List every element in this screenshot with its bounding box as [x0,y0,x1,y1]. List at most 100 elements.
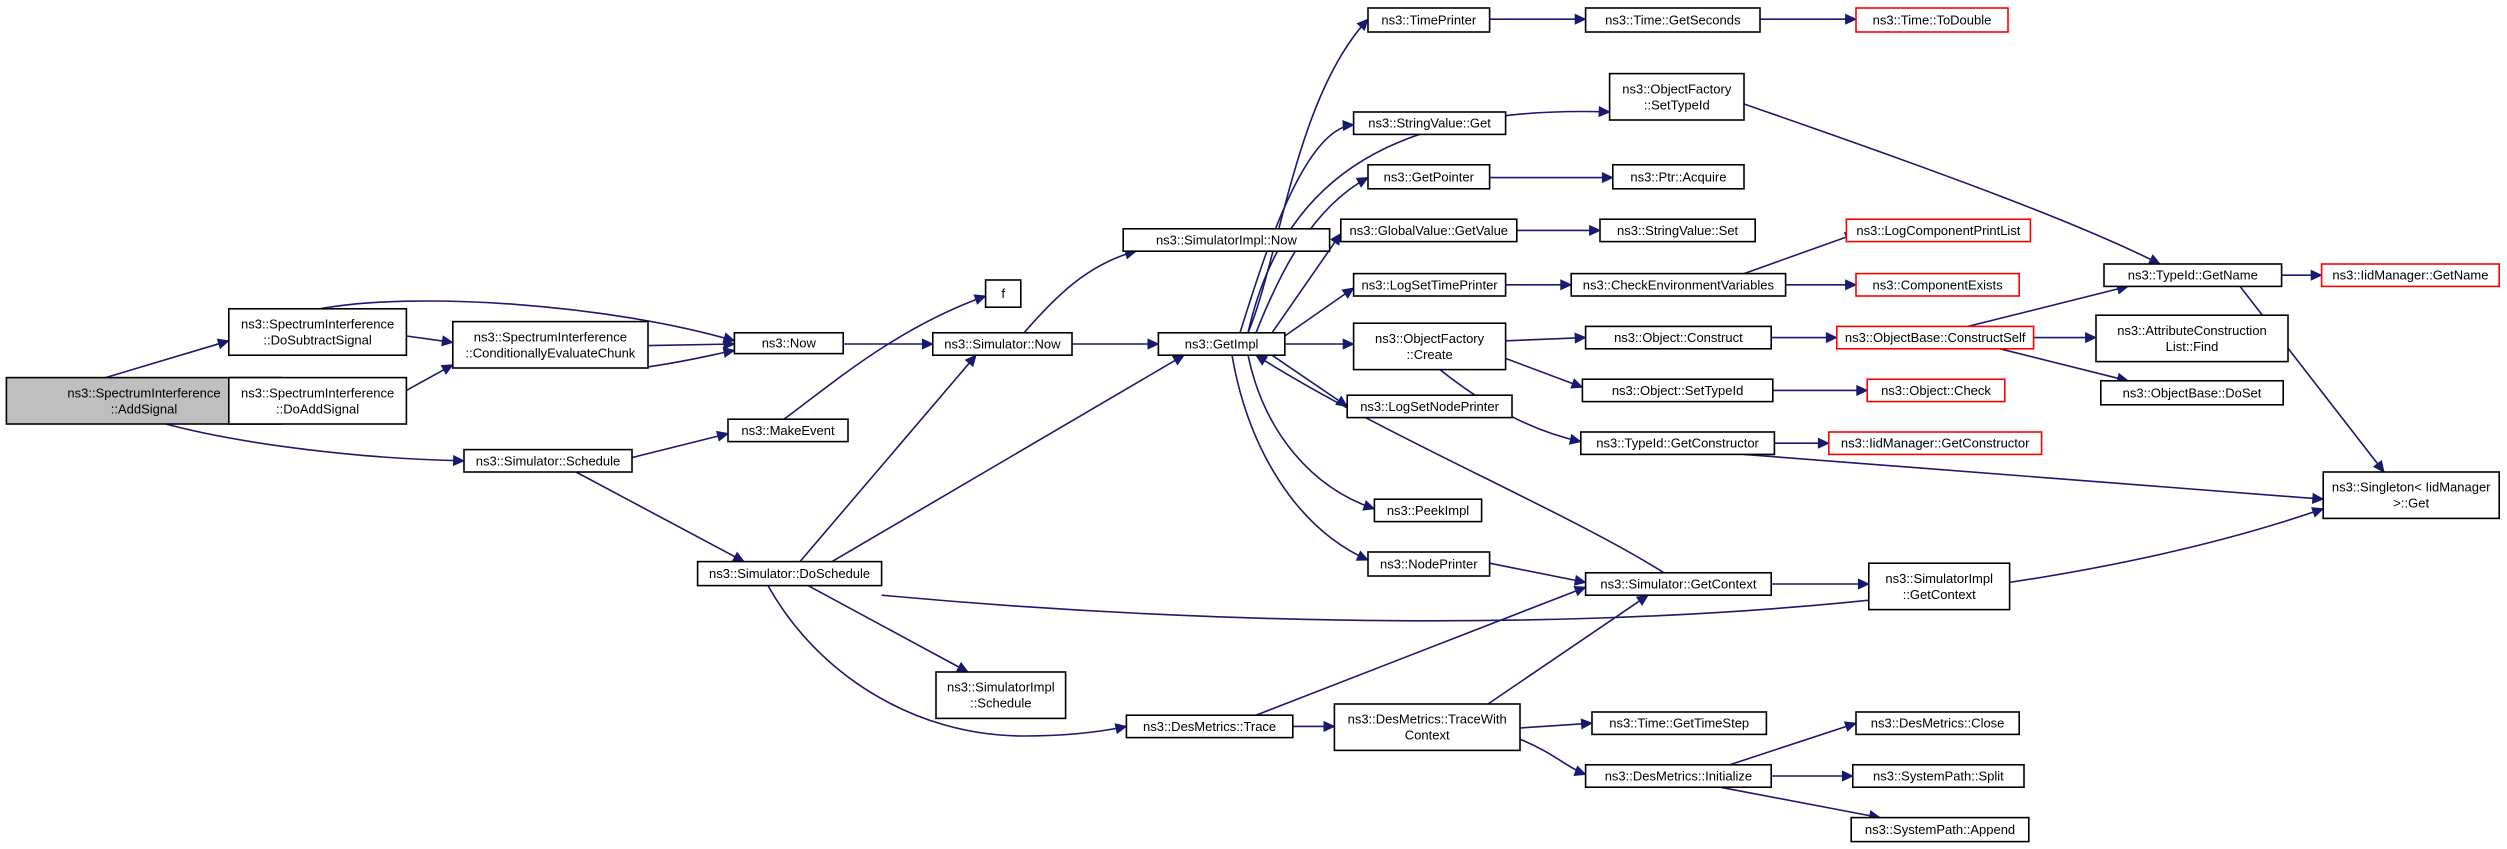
function-node-simnow[interactable]: ns3::Simulator::Now [931,331,1073,356]
function-node-ofsettypeid[interactable]: ns3::ObjectFactory::SetTypeId [1608,72,1745,121]
edge-line [631,432,729,459]
call-edge [1271,354,1349,408]
node-label: f [1001,286,1005,301]
arrow-head-icon [1568,433,1582,445]
function-node-schedule[interactable]: ns3::Simulator::Schedule [463,448,633,473]
call-edge [1284,287,1355,337]
function-node-strset[interactable]: ns3::StringValue::Set [1599,218,1756,243]
function-node-objsettypeid[interactable]: ns3::Object::SetTypeId [1581,378,1774,403]
arrow-head-icon [1355,177,1370,188]
call-edge [799,354,977,563]
function-node-nodeprinter[interactable]: ns3::NodePrinter [1367,551,1491,577]
node-label: ns3::Simulator::DoSchedule [709,566,870,581]
edge-line [1999,348,2129,382]
function-node-implschedule[interactable]: ns3::SimulatorImpl::Schedule [935,671,1067,720]
function-node-checkenv[interactable]: ns3::CheckEnvironmentVariables [1570,272,1787,297]
node-label: ns3::CheckEnvironmentVariables [1583,277,1775,292]
arrow-head-icon [1843,721,1858,732]
edge-line [1284,287,1355,337]
node-box [1122,228,1331,253]
function-node-now[interactable]: ns3::Now [733,331,845,355]
function-node-dmclose[interactable]: ns3::DesMetrics::Close [1855,711,2020,736]
node-label: ns3::SpectrumInterference [474,329,627,344]
arrow-head-icon [452,455,466,467]
function-node-makeevent[interactable]: ns3::MakeEvent [727,418,849,443]
arrow-head-icon [1323,720,1336,732]
node-box [1367,164,1491,190]
node-label: ns3::SystemPath::Split [1873,769,2004,784]
function-node-obdoset[interactable]: ns3::ObjectBase::DoSet [2100,379,2285,406]
call-edge [406,335,454,347]
function-node-f[interactable]: f [984,279,1022,309]
call-edge [1719,721,1858,769]
function-node-doschedule[interactable]: ns3::Simulator::DoSchedule [696,560,883,587]
node-box [1125,714,1294,739]
node-box [1157,331,1286,356]
function-node-ptracquire[interactable]: ns3::Ptr::Acquire [1612,164,1745,190]
function-node-iidgetname[interactable]: ns3::IidManager::GetName [2320,263,2501,288]
function-node-ofcreate[interactable]: ns3::ObjectFactory::Create [1352,322,1507,371]
call-edge [1719,786,1882,822]
arrow-head-icon [2147,254,2162,265]
function-node-objconstruct[interactable]: ns3::Object::Construct [1584,325,1772,350]
function-node-doadd[interactable]: ns3::SpectrumInterference::DoAddSignal [228,376,408,425]
function-node-iidgetctor[interactable]: ns3::IidManager::GetConstructor [1828,431,2043,456]
node-box [1591,711,1768,736]
edge-line [1231,355,1369,561]
function-node-logsettime[interactable]: ns3::LogSetTimePrinter [1352,272,1507,297]
call-edge [639,346,736,369]
call-edge [1772,384,1869,396]
function-node-gvget[interactable]: ns3::GlobalValue::GetValue [1340,218,1518,243]
edge-line [1247,18,1369,334]
call-edge [1023,248,1138,334]
node-label: ns3::StringValue::Set [1617,223,1739,238]
function-node-getseconds[interactable]: ns3::Time::GetSeconds [1584,7,1761,33]
arrow-head-icon [1635,594,1649,606]
function-node-spsplit[interactable]: ns3::SystemPath::Split [1852,763,2025,788]
function-node-dosubtract[interactable]: ns3::SpectrumInterference::DoSubtractSig… [228,307,408,356]
function-node-compexists[interactable]: ns3::ComponentExists [1855,272,2020,297]
node-box [1599,218,1756,243]
function-node-todouble[interactable]: ns3::Time::ToDouble [1855,7,2009,33]
node-box [1570,272,1787,297]
edge-line [647,343,735,347]
arrow-head-icon [1147,338,1160,350]
node-label: ns3::GlobalValue::GetValue [1350,223,1509,238]
node-box [984,279,1022,309]
function-node-logcomplist[interactable]: ns3::LogComponentPrintList [1845,218,2032,243]
function-node-strget[interactable]: ns3::StringValue::Get [1352,111,1507,136]
node-label: ns3::ObjectBase::DoSet [2123,385,2262,400]
function-node-timeprinter[interactable]: ns3::TimePrinter [1367,7,1491,33]
function-node-tidgetname[interactable]: ns3::TypeId::GetName [2103,263,2283,288]
function-node-objcheck[interactable]: ns3::Object::Check [1866,378,2006,403]
function-node-implgetctx[interactable]: ns3::SimulatorImpl::GetContext [1868,562,2011,611]
function-node-obconstructself[interactable]: ns3::ObjectBase::ConstructSelf [1836,325,2035,350]
function-node-getimpl[interactable]: ns3::GetImpl [1157,331,1286,356]
edge-line [319,300,735,342]
function-node-condeval[interactable]: ns3::SpectrumInterference::Conditionally… [451,320,649,369]
call-edge [1774,437,1830,449]
function-node-dminit[interactable]: ns3::DesMetrics::Initialize [1584,763,1772,788]
node-box [1845,218,2032,243]
function-node-logsetnode[interactable]: ns3::LogSetNodePrinter [1346,394,1513,419]
function-node-singleton[interactable]: ns3::Singleton< IidManager >::Get [2322,471,2500,520]
function-node-spappend[interactable]: ns3::SystemPath::Append [1850,816,2030,843]
node-label: ns3::SystemPath::Append [1865,822,2015,837]
call-edge [1743,453,2325,504]
node-box [1352,111,1507,136]
edge-line [639,349,735,369]
function-node-dmtrace[interactable]: ns3::DesMetrics::Trace [1125,714,1294,739]
function-node-simgetctx[interactable]: ns3::Simulator::GetContext [1584,571,1772,596]
function-node-getpointer[interactable]: ns3::GetPointer [1367,164,1491,190]
node-box [2103,263,2283,288]
function-node-peekimpl[interactable]: ns3::PeekImpl [1373,498,1483,523]
function-node-implnow[interactable]: ns3::SimulatorImpl::Now [1122,228,1331,253]
node-label: ::GetContext [1903,587,1976,602]
function-node-gettimestep[interactable]: ns3::Time::GetTimeStep [1591,711,1768,736]
node-box [1608,72,1745,121]
function-node-tidgetctor[interactable]: ns3::TypeId::GetConstructor [1580,431,1776,456]
node-label: ns3::TypeId::GetName [2128,268,2258,283]
call-edge [1505,332,1587,344]
